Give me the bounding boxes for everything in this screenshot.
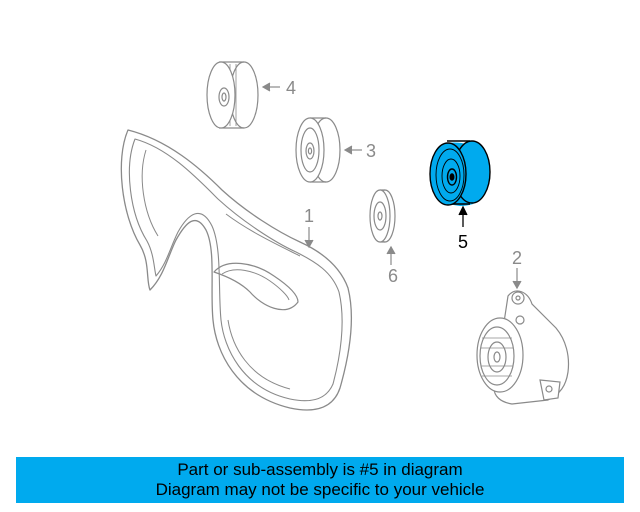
callout-5: 5 bbox=[458, 232, 468, 252]
banner-line-part: Part or sub-assembly is #5 in diagram bbox=[177, 460, 463, 479]
callout-4: 4 bbox=[286, 78, 296, 98]
banner-line-disclaimer: Diagram may not be specific to your vehi… bbox=[155, 480, 485, 499]
leader-line-5 bbox=[458, 205, 468, 227]
serpentine-belt bbox=[120, 129, 352, 411]
callout-1: 1 bbox=[304, 206, 314, 226]
info-banner: Part or sub-assembly is #5 in diagram Di… bbox=[16, 457, 624, 503]
idler-pulley-4 bbox=[206, 61, 259, 129]
callout-2: 2 bbox=[512, 248, 522, 268]
callout-3: 3 bbox=[366, 141, 376, 161]
leader-lines bbox=[261, 82, 522, 290]
callout-6: 6 bbox=[388, 266, 398, 286]
highlighted-pulley-5 bbox=[429, 140, 491, 206]
idler-pulley-3 bbox=[295, 117, 341, 183]
parts-diagram: 1 2 3 4 5 6 bbox=[120, 61, 570, 411]
belt-tensioner-2 bbox=[476, 290, 570, 405]
small-pulley-6 bbox=[369, 189, 396, 243]
